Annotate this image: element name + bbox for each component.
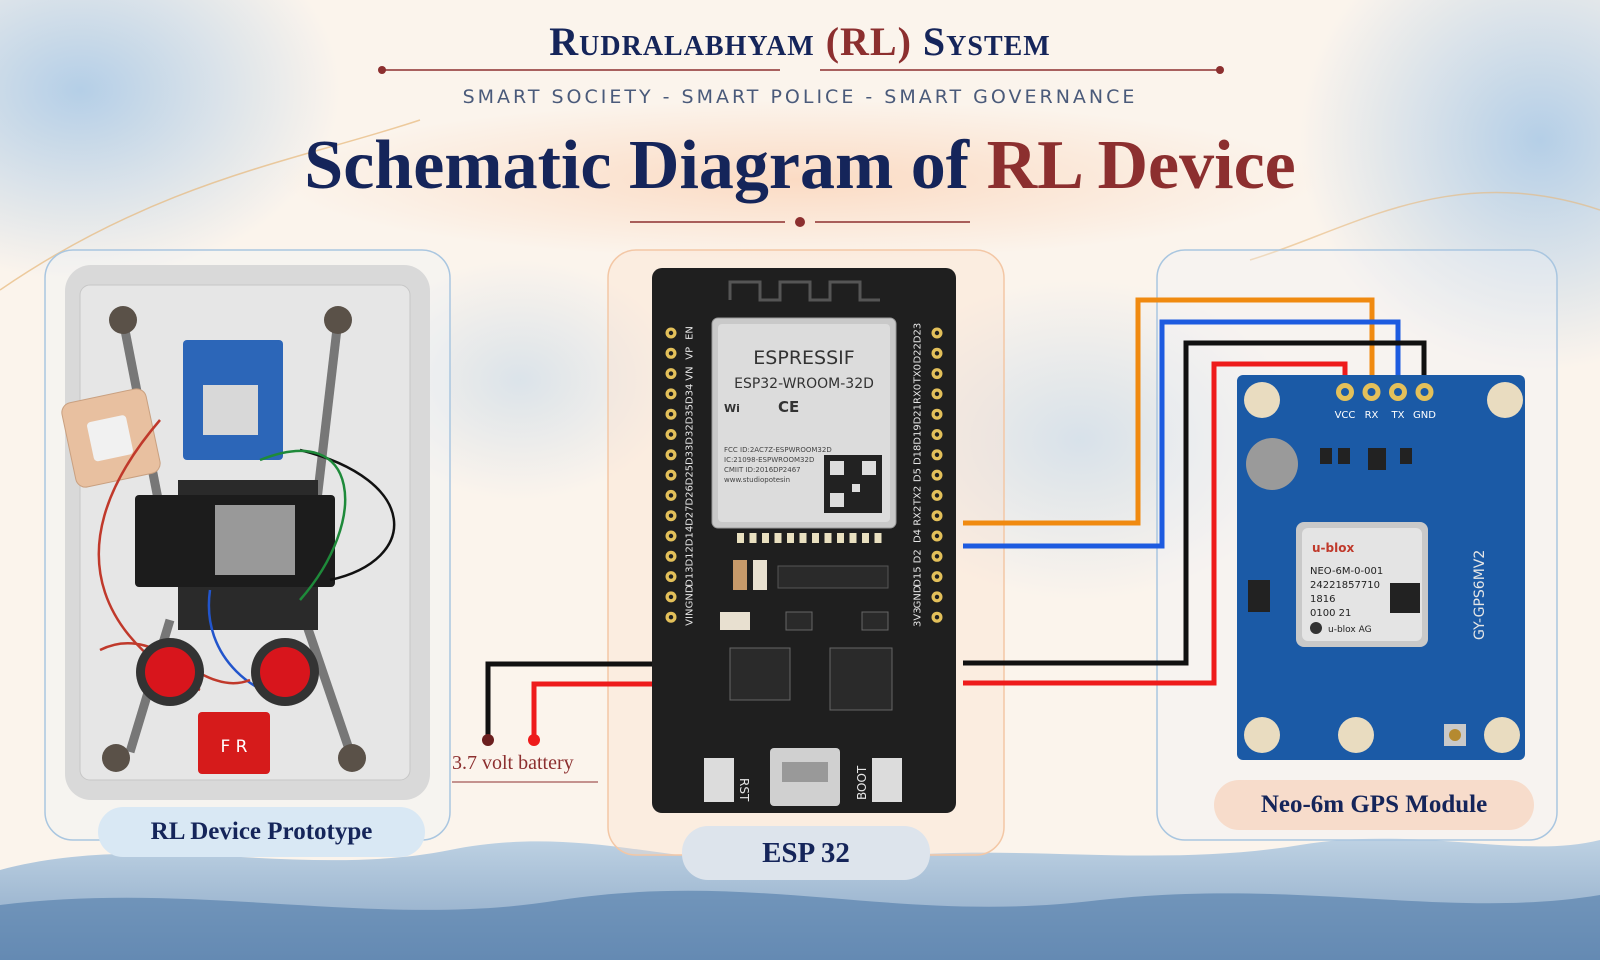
- battery-terminal-negative: [482, 734, 494, 746]
- esp32-left-pin-label: GND: [685, 585, 696, 608]
- gps-pin-label: TX: [1391, 410, 1405, 421]
- esp32-left-pin-label: D35: [685, 404, 696, 424]
- esp32-right-pin-label: TX2: [913, 486, 924, 506]
- esp32-model: ESP32-WROOM-32D: [734, 376, 874, 392]
- qr-code-icon: [1390, 583, 1420, 613]
- rocker-switch-icon: [198, 712, 270, 774]
- system-name: Rudralabhyam (RL) System: [549, 19, 1051, 64]
- battery-terminal-positive: [528, 734, 540, 746]
- esp32-right-pin-label: D15: [913, 566, 924, 586]
- esp32-right-pin-label: RX0: [913, 384, 924, 404]
- esp32-right-pin-label: D22: [913, 343, 924, 363]
- esp32-right-pin-label: GND: [913, 585, 924, 608]
- wire-black: [963, 340, 1427, 666]
- battery-wire-red: [531, 681, 652, 738]
- esp32-left-pin-label: D14: [685, 526, 696, 546]
- rst-button: [704, 758, 734, 802]
- screw-icon: [109, 306, 137, 334]
- esp32-left-pin-label: D32: [685, 424, 696, 444]
- esp32-left-pin-label: D12: [685, 546, 696, 566]
- tagline: SMART SOCIETY - SMART POLICE - SMART GOV…: [462, 86, 1138, 108]
- screw-icon: [324, 306, 352, 334]
- switch-label: F R: [221, 737, 248, 757]
- chip-line: NEO-6M-0-001: [1310, 566, 1383, 577]
- esp32-right-pin-label: TX0: [913, 364, 924, 384]
- wire-orange: [963, 297, 1375, 526]
- esp32-left-pin-label: EN: [685, 326, 696, 340]
- chip-footer: u-blox AG: [1328, 625, 1372, 635]
- fcc-line: IC:21098-ESPWROOM32D: [724, 456, 814, 464]
- esp32-left-pin-label: VN: [685, 366, 696, 380]
- wiring: [485, 297, 1427, 738]
- rst-label: RST: [737, 778, 751, 802]
- esp32-left-pin-label: D33: [685, 445, 696, 465]
- screw-icon: [338, 744, 366, 772]
- esp32-left-pin-label: D27: [685, 505, 696, 525]
- esp32-right-pin-label: D5: [913, 468, 924, 482]
- chip-line: 0100 21: [1310, 608, 1351, 619]
- esp32-left-pin-label: VP: [685, 347, 696, 360]
- gps-module-board: u-blox NEO-6M-0-001 24221857710 1816 010…: [1237, 375, 1525, 760]
- chip-brand: u-blox: [1312, 541, 1354, 555]
- battery-label: 3.7 volt battery: [452, 752, 574, 774]
- esp32-right-pin-label: D2: [913, 549, 924, 563]
- ce-mark: CE: [778, 398, 799, 416]
- esp32-right-pin-label: D23: [913, 323, 924, 343]
- chip-line: 1816: [1310, 594, 1335, 605]
- esp32-left-pin-label: D25: [685, 465, 696, 485]
- boot-button: [872, 758, 902, 802]
- wifi-icon: Wi: [724, 402, 740, 415]
- esp32-right-pin-label: D18: [913, 445, 924, 465]
- esp32-right-pin-label: D4: [913, 529, 924, 543]
- prototype-illustration: F R: [61, 265, 430, 800]
- gps-pin-label: VCC: [1335, 410, 1356, 421]
- fcc-line: FCC ID:2AC7Z-ESPWROOM32D: [724, 446, 832, 454]
- esp32-label: ESP 32: [682, 826, 930, 880]
- esp32-left-pin-label: VIN: [685, 609, 696, 626]
- esp32-left-pin-label: D34: [685, 384, 696, 404]
- boot-label: BOOT: [855, 765, 869, 800]
- esp32-right-pin-label: RX2: [913, 506, 924, 526]
- prototype-label: RL Device Prototype: [98, 807, 425, 857]
- gps-label: Neo-6m GPS Module: [1214, 780, 1534, 830]
- battery-cell-icon: [1246, 438, 1298, 490]
- esp32-board: ESPRESSIF ESP32-WROOM-32D Wi CE FCC ID:2…: [652, 268, 956, 813]
- esp32-left-pin-label: D26: [685, 485, 696, 505]
- gps-board-name: GY-GPS6MV2: [1472, 550, 1488, 640]
- chip-line: 24221857710: [1310, 580, 1380, 591]
- esp32-right-pin-label: D19: [913, 424, 924, 444]
- wire-red: [963, 361, 1348, 686]
- screw-icon: [102, 744, 130, 772]
- gps-pin-label: GND: [1413, 410, 1436, 421]
- wire-blue: [963, 319, 1401, 549]
- fcc-line: CMIIT ID:2016DP2467: [724, 466, 801, 474]
- gps-pin-label: RX: [1365, 410, 1379, 421]
- battery-wire-black: [485, 661, 652, 738]
- fcc-line: www.studiopotesin: [724, 476, 790, 484]
- esp32-vendor: ESPRESSIF: [753, 347, 854, 369]
- esp32-left-pin-label: D13: [685, 566, 696, 586]
- page-title: Schematic Diagram of RL Device: [304, 127, 1296, 204]
- esp32-right-pin-label: D21: [913, 404, 924, 424]
- esp32-right-pin-label: 3V3: [913, 607, 924, 627]
